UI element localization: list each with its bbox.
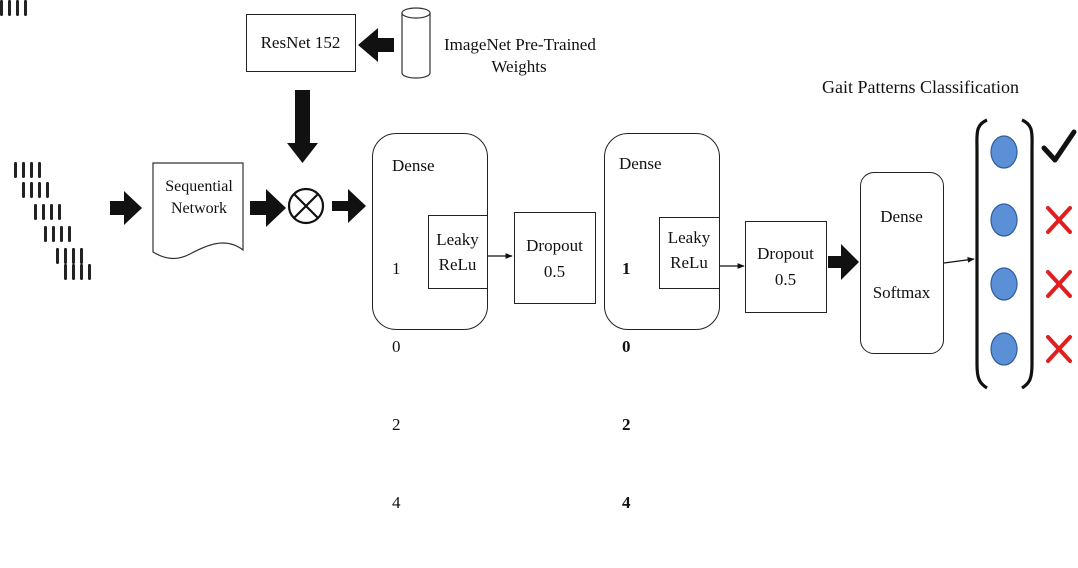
arrow-multiply-to-dense-icon bbox=[332, 189, 366, 223]
dense-1-digit: 0 bbox=[392, 337, 401, 356]
dense-1-title: Dense bbox=[392, 156, 435, 175]
imagenet-label-line2: Weights bbox=[491, 57, 547, 76]
arrow-softmax-to-outputs-icon bbox=[943, 257, 975, 264]
dense-2-units: 1 0 2 4 bbox=[622, 204, 639, 568]
arrow-resnet-to-multiply-icon bbox=[287, 90, 318, 163]
dense-2-title: Dense bbox=[619, 154, 662, 173]
sequential-label-line2: Network bbox=[171, 200, 227, 217]
output-node-4 bbox=[990, 332, 1018, 366]
arrow-weights-to-resnet-icon bbox=[358, 28, 394, 62]
arrow-dropout-to-softmax-icon bbox=[828, 244, 859, 280]
imagenet-label: ImageNet Pre-Trained Weights bbox=[444, 34, 596, 78]
resnet-label: ResNet 152 bbox=[260, 33, 341, 52]
arrow-sequential-to-multiply-icon bbox=[250, 189, 286, 227]
diagram-canvas bbox=[0, 0, 1077, 390]
cross-icon bbox=[1046, 270, 1072, 298]
dense-1-digit: 1 bbox=[392, 259, 401, 278]
output-node-1 bbox=[990, 135, 1018, 169]
sequential-network-label: Sequential Network bbox=[156, 176, 242, 220]
multiply-icon bbox=[287, 187, 325, 225]
output-node-2 bbox=[990, 203, 1018, 237]
imagenet-label-line1: ImageNet Pre-Trained bbox=[444, 35, 596, 54]
dense-softmax-line2: Softmax bbox=[872, 283, 931, 302]
leaky-relu-1-line2: ReLu bbox=[438, 255, 477, 274]
dense-softmax-line1: Dense bbox=[880, 207, 923, 226]
dropout-1-line1: Dropout bbox=[526, 236, 583, 255]
sequential-network-shape bbox=[152, 162, 244, 260]
dropout-1-line2: 0.5 bbox=[543, 262, 566, 281]
dense-2-digit: 0 bbox=[622, 337, 631, 356]
output-node-3 bbox=[990, 267, 1018, 301]
leaky-relu-1-line1: Leaky bbox=[436, 230, 479, 249]
dropout-box-1: Dropout 0.5 bbox=[514, 212, 596, 304]
output-bracket-icon bbox=[975, 118, 1034, 390]
dense-2-digit: 4 bbox=[622, 493, 631, 512]
dense-1-units: 1 0 2 4 bbox=[392, 204, 409, 568]
leaky-relu-2-line2: ReLu bbox=[670, 253, 708, 272]
dropout-2-line2: 0.5 bbox=[774, 270, 797, 289]
check-icon bbox=[1041, 129, 1077, 163]
cross-icon bbox=[1046, 206, 1072, 234]
gait-silhouettes-icon bbox=[0, 0, 91, 280]
sequential-label-line1: Sequential bbox=[165, 178, 233, 195]
dense-2-digit: 1 bbox=[622, 259, 631, 278]
cross-icon bbox=[1046, 335, 1072, 363]
dense-1-digit: 2 bbox=[392, 415, 401, 434]
leaky-relu-1-label: Leaky ReLu bbox=[429, 227, 486, 277]
dense-2-digit: 2 bbox=[622, 415, 631, 434]
dense-1-digit: 4 bbox=[392, 493, 401, 512]
leaky-relu-2-label: Leaky ReLu bbox=[660, 225, 718, 275]
arrow-input-to-sequential-icon bbox=[110, 191, 142, 225]
dropout-2-line1: Dropout bbox=[757, 244, 814, 263]
classification-title: Gait Patterns Classification bbox=[822, 77, 1019, 97]
dropout-box-2: Dropout 0.5 bbox=[745, 221, 827, 313]
leaky-relu-2-line1: Leaky bbox=[667, 228, 711, 247]
dense-softmax-block: Dense Softmax bbox=[860, 172, 944, 354]
leaky-relu-box-1: Leaky ReLu bbox=[428, 215, 488, 289]
output-nodes bbox=[990, 135, 1018, 366]
dropout-2-label: Dropout 0.5 bbox=[746, 241, 825, 293]
leaky-relu-box-2: Leaky ReLu bbox=[659, 217, 720, 289]
weights-database-icon bbox=[401, 7, 431, 79]
resnet-box: ResNet 152 bbox=[246, 14, 356, 72]
dropout-1-label: Dropout 0.5 bbox=[515, 233, 594, 285]
